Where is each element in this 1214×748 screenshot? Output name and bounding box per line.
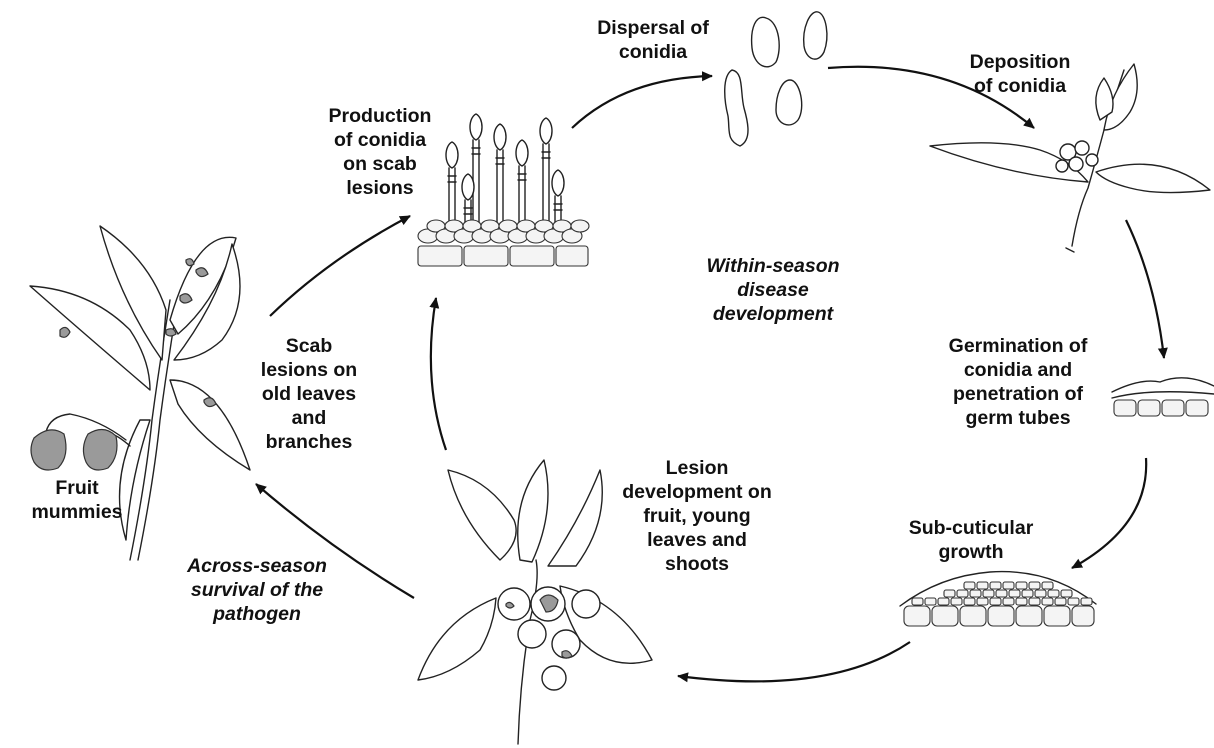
label-line: conidia	[588, 40, 718, 64]
label-line: Production	[318, 104, 442, 128]
label-line: on scab	[318, 152, 442, 176]
label-dispersal-of-conidia: Dispersal of conidia	[588, 16, 718, 64]
conidia-spores	[725, 12, 827, 146]
label-line: fruit, young	[610, 504, 784, 528]
label-line: conidia and	[934, 358, 1102, 382]
label-line: mummies	[22, 500, 132, 524]
label-line: leaves and	[610, 528, 784, 552]
label-line: survival of the	[164, 578, 350, 602]
germination-cells	[1112, 378, 1214, 416]
label-line: lesions	[318, 176, 442, 200]
label-line: Germination of	[934, 334, 1102, 358]
label-line: germ tubes	[934, 406, 1102, 430]
label-line: of conidia	[318, 128, 442, 152]
arrow-subcuticular-to-lesion	[678, 642, 910, 681]
label-subcuticular-growth: Sub-cuticular growth	[900, 516, 1042, 564]
fruit-mummies	[31, 414, 130, 470]
label-line: Scab	[250, 334, 368, 358]
label-production-of-conidia: Production of conidia on scab lesions	[318, 104, 442, 200]
label-line: disease	[686, 278, 860, 302]
label-line: Fruit	[22, 476, 132, 500]
label-germination: Germination of conidia and penetration o…	[934, 334, 1102, 430]
label-line: and	[250, 406, 368, 430]
arrow-lesion-to-production	[431, 298, 446, 450]
conidiophores-on-lesion	[418, 114, 589, 266]
label-line: of conidia	[958, 74, 1082, 98]
label-line: branches	[250, 430, 368, 454]
label-deposition-of-conidia: Deposition of conidia	[958, 50, 1082, 98]
label-line: growth	[900, 540, 1042, 564]
label-line: development	[686, 302, 860, 326]
label-line: development on	[610, 480, 784, 504]
label-across-season: Across-season survival of the pathogen	[164, 554, 350, 626]
arrow-production-to-dispersal	[572, 76, 712, 128]
label-lesion-development: Lesion development on fruit, young leave…	[610, 456, 784, 576]
label-within-season: Within-season disease development	[686, 254, 860, 326]
label-line: Lesion	[610, 456, 784, 480]
label-line: Sub-cuticular	[900, 516, 1042, 540]
label-line: Dispersal of	[588, 16, 718, 40]
label-scab-lesions: Scab lesions on old leaves and branches	[250, 334, 368, 454]
label-line: Across-season	[164, 554, 350, 578]
label-line: shoots	[610, 552, 784, 576]
label-line: Deposition	[958, 50, 1082, 74]
label-fruit-mummies: Fruit mummies	[22, 476, 132, 524]
subcuticular-tissue	[900, 572, 1096, 626]
label-line: Within-season	[686, 254, 860, 278]
label-line: penetration of	[934, 382, 1102, 406]
label-line: lesions on	[250, 358, 368, 382]
label-line: old leaves	[250, 382, 368, 406]
arrow-overwinter-to-production	[270, 216, 410, 316]
label-line: pathogen	[164, 602, 350, 626]
arrow-germination-to-subcuticular	[1072, 458, 1146, 568]
arrow-deposition-to-germination	[1126, 220, 1164, 358]
